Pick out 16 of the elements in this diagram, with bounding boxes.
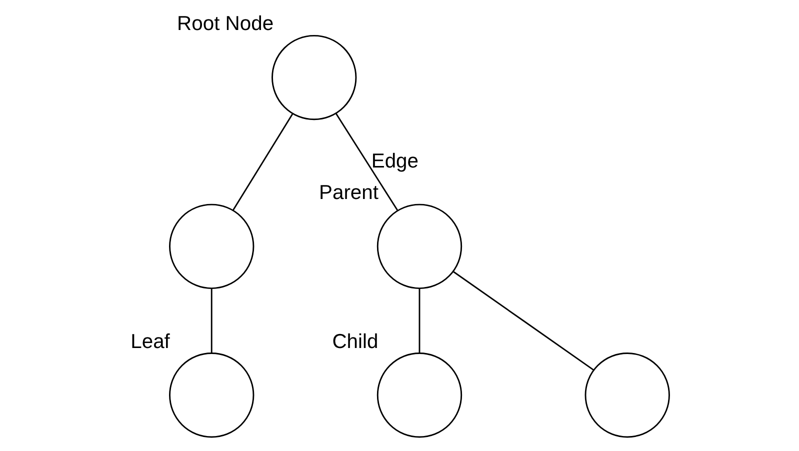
node-circle <box>584 352 670 438</box>
connector <box>452 271 594 371</box>
node-circle <box>376 204 462 290</box>
node-circle <box>168 352 254 438</box>
node-label: Leaf <box>130 330 170 353</box>
connector <box>210 288 212 353</box>
node-circle <box>271 34 356 120</box>
node-label: Parent <box>318 182 378 204</box>
node-circle <box>376 352 462 438</box>
edge-label: Edge <box>370 150 418 172</box>
node-label: Child <box>332 330 378 353</box>
node-label: Root Node <box>176 13 274 36</box>
connector <box>334 113 398 212</box>
node-circle <box>168 204 254 290</box>
connector <box>418 288 420 353</box>
connector <box>232 113 293 211</box>
